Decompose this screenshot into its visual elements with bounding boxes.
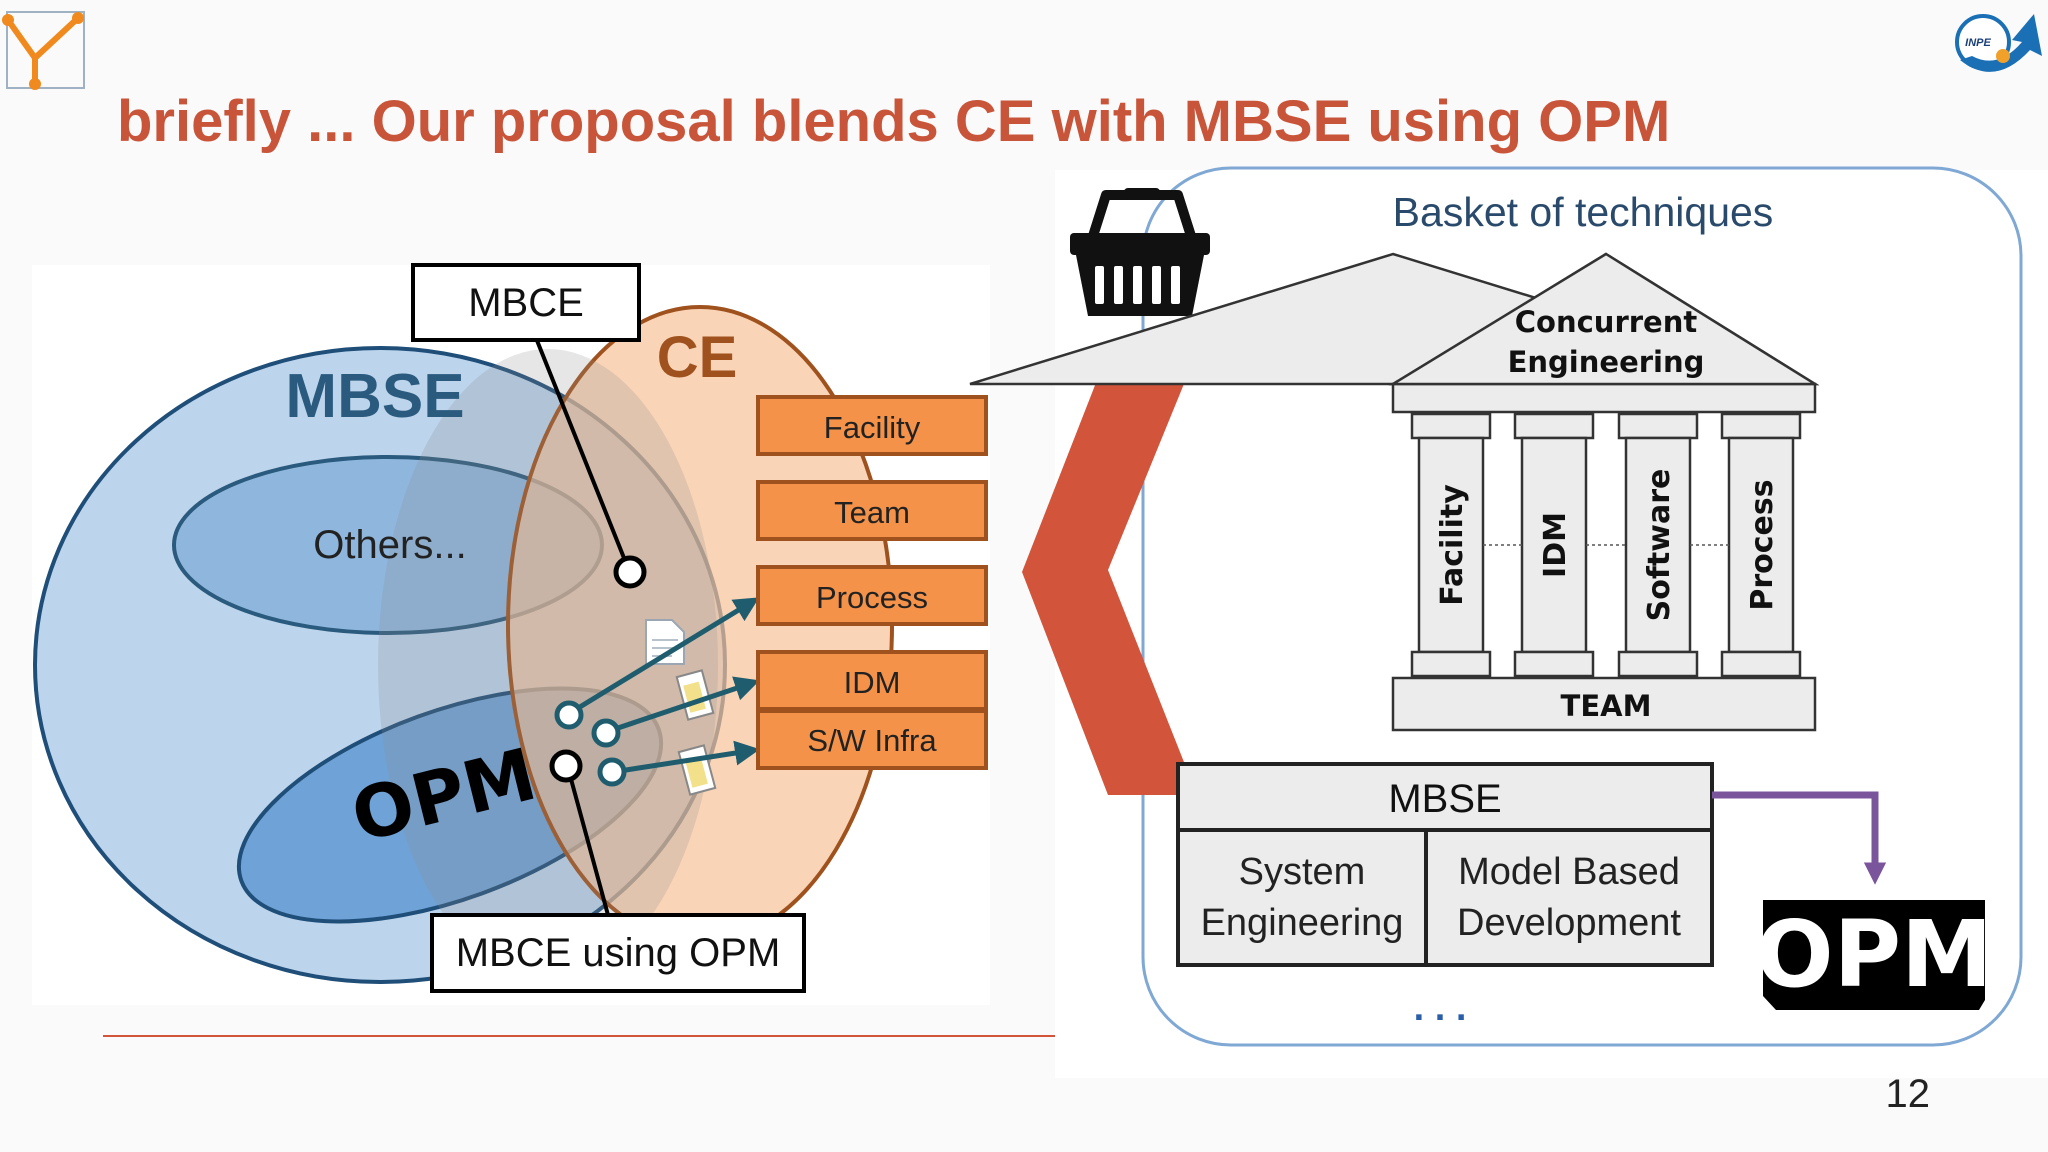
mbse-cell-mbd-line1: Model Based	[1458, 851, 1680, 893]
temple-architrave	[1391, 382, 1817, 414]
temple-pillar	[1727, 436, 1795, 654]
mbce-opm-callout-box	[430, 913, 806, 993]
temple-roof-line2: Engineering	[1508, 345, 1705, 379]
others-label: Others...	[313, 523, 466, 567]
shopping-basket-icon	[1070, 188, 1210, 316]
basket-panel: Basket of techniques	[969, 166, 2048, 1078]
pillar-label: Facility	[1435, 484, 1470, 606]
inpe-logo: INPE	[1955, 14, 2042, 72]
ce-label: CE	[657, 325, 738, 390]
slide-title: briefly ... Our proposal blends CE with …	[117, 89, 1671, 154]
ce-item-team	[756, 480, 988, 541]
pillar-label: Process	[1745, 479, 1780, 610]
temple-roof-line1: Concurrent	[1515, 305, 1698, 339]
ce-item-label: S/W Infra	[807, 723, 937, 758]
pillar-label: Software	[1642, 469, 1677, 622]
pillar-label: IDM	[1538, 512, 1573, 578]
svg-text:INPE: INPE	[1965, 37, 1991, 49]
mbse-to-opm-arrow	[1712, 791, 1887, 885]
venn-diagram: MBSE CE Others... OPM	[32, 263, 990, 1005]
mbse-cell-system-line1: System	[1239, 851, 1366, 893]
temple-base	[1391, 676, 1817, 732]
document-icon	[645, 619, 685, 665]
ce-item-process	[756, 565, 988, 626]
basket-title: Basket of techniques	[1393, 189, 1774, 235]
mbse-table-header: MBSE	[1388, 777, 1501, 821]
mbse-cell-system-line2: Engineering	[1201, 902, 1404, 944]
chevron-left-icon	[1022, 352, 1197, 795]
page-number: 12	[1885, 1072, 1931, 1116]
mbse-cell-mbd-line2: Development	[1457, 902, 1681, 944]
opm-to-ce-arrows	[568, 597, 760, 775]
ce-item-label: IDM	[844, 665, 901, 700]
opm-logo: OPM	[1755, 900, 1993, 1010]
ce-item-facility	[756, 395, 988, 456]
mbse-table: MBSE System Engineering Model Based Deve…	[1176, 762, 1714, 967]
ce-item-label: Facility	[824, 410, 921, 445]
opm-connector-circles	[554, 700, 627, 787]
ellipsis-label: . . .	[1414, 987, 1467, 1029]
ce-item-sw-infra	[756, 709, 988, 770]
mbce-opm-callout-label: MBCE using OPM	[456, 931, 781, 975]
ce-item-idm	[756, 650, 988, 711]
university-logo	[2, 11, 85, 90]
ce-item-label: Process	[816, 580, 928, 615]
mbce-callout-box	[411, 263, 641, 342]
mbce-pointer-dot	[613, 555, 647, 589]
mbce-opm-pointer-dot	[549, 749, 583, 783]
temple-pediment	[1388, 252, 1820, 386]
mbse-label: MBSE	[285, 362, 464, 431]
mbce-pointer-line	[534, 337, 630, 569]
ce-item-label: Team	[834, 495, 910, 530]
mbce-opm-pointer-line	[566, 767, 610, 916]
opm-logo-label: OPM	[1755, 901, 1992, 1008]
temple-base-label: TEAM	[1561, 689, 1652, 723]
ce-item-boxes: Facility Team Process IDM S/W Infra	[756, 395, 988, 770]
overlap-shade	[378, 349, 718, 981]
mbce-callout-label: MBCE	[468, 281, 584, 325]
